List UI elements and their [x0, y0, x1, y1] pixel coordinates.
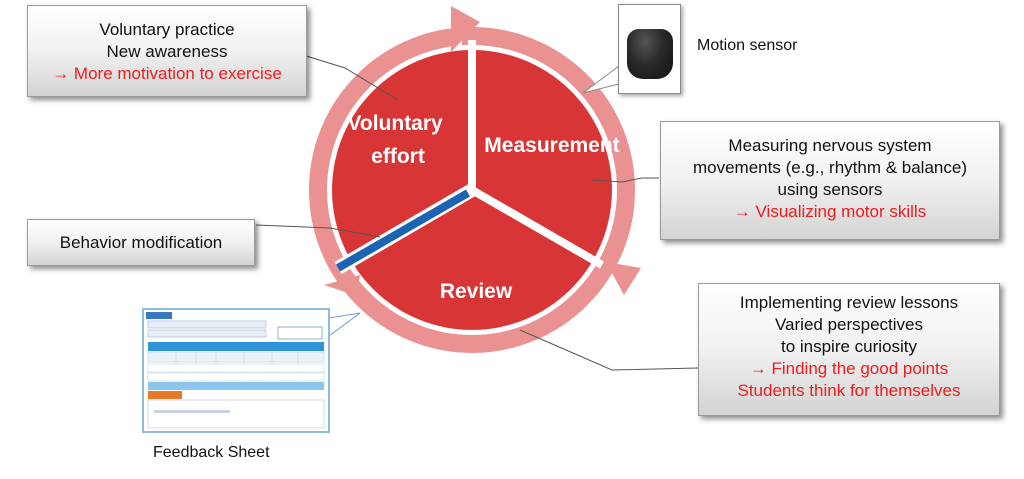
- motion-sensor-device: [627, 29, 673, 79]
- callout-review: Implementing review lessons Varied persp…: [698, 283, 1000, 416]
- callout-behavior: Behavior modification: [27, 219, 255, 266]
- callout-measurement-line: movements (e.g., rhythm & balance): [692, 158, 967, 177]
- outer-ring: [309, 27, 635, 353]
- callout-review-line: to inspire curiosity: [780, 337, 918, 356]
- callout-behavior-line: Behavior modification: [59, 233, 223, 252]
- callout-review-highlight: → Finding the good points: [749, 359, 949, 378]
- feedback-sheet-label: Feedback Sheet: [153, 444, 270, 461]
- divider-right: [470, 186, 604, 269]
- motion-sensor-label: Motion sensor: [697, 37, 798, 54]
- callout-measurement-line: Measuring nervous system: [728, 136, 932, 155]
- callout-measurement-line: using sensors: [777, 180, 883, 199]
- callout-voluntary-line: New awareness: [106, 42, 228, 61]
- connector-review: [519, 329, 699, 371]
- callout-review-highlight: Students think for themselves: [737, 381, 961, 400]
- callout-measurement: Measuring nervous system movements (e.g.…: [660, 121, 1000, 240]
- segment-review: [350, 190, 594, 330]
- callout-review-line: Implementing review lessons: [739, 293, 959, 312]
- connector-measurement: [591, 177, 659, 183]
- callout-voluntary-highlight: → More motivation to exercise: [52, 64, 282, 83]
- callout-review-line: Varied perspectives: [774, 315, 924, 334]
- callout-voluntary-line: Voluntary practice: [99, 20, 235, 39]
- segment-label-measurement: Measurement: [484, 134, 619, 157]
- feedback-sheet-graphic: [146, 312, 325, 429]
- segment-label-voluntary: Voluntary effort: [347, 112, 448, 168]
- feedback-sheet-image: [142, 308, 330, 433]
- ring-arrow-left: [324, 275, 360, 296]
- segment-label-review: Review: [440, 280, 513, 303]
- callout-measurement-highlight: → Visualizing motor skills: [733, 202, 927, 221]
- callout-voluntary: Voluntary practice New awareness → More …: [27, 5, 307, 97]
- callout-wedge-feedback: [328, 312, 361, 337]
- motion-sensor-image: [618, 4, 681, 94]
- connector-behavior: [255, 224, 381, 238]
- connector-voluntary: [299, 53, 399, 101]
- divider-behavior: [336, 189, 470, 272]
- ring-arrow-top: [451, 6, 480, 52]
- ring-arrow-right: [606, 262, 641, 295]
